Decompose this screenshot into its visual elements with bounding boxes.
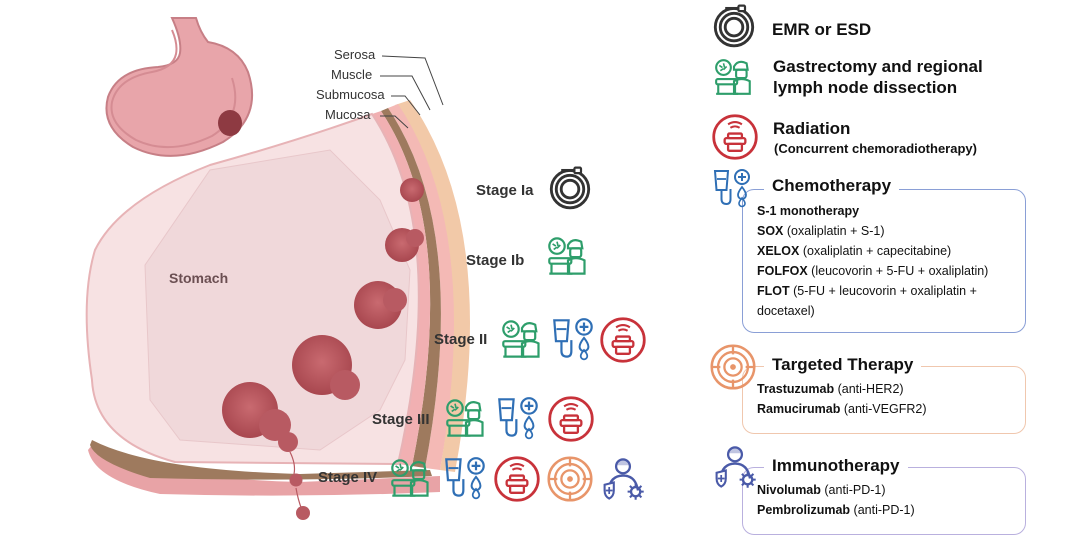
- chemo-drug-folfox: FOLFOX (leucovorin + 5-FU + oxaliplatin): [757, 264, 989, 278]
- legend-emr-title: EMR or ESD: [772, 20, 872, 39]
- chemotherapy-icon: [551, 317, 595, 361]
- stomach-thumbnail: [105, 17, 254, 157]
- label-muscle: Muscle: [331, 67, 373, 82]
- legend-radiation-subtitle: (Concurrent chemoradiotherapy): [774, 141, 977, 156]
- targeted-drug-trastuzumab: Trastuzumab (anti-HER2): [757, 382, 904, 396]
- radiation-icon: [494, 456, 540, 502]
- legend-surgery-title-line2: lymph node dissection: [773, 78, 958, 97]
- legend-targeted-therapy-title: Targeted Therapy: [764, 355, 922, 375]
- label-serosa: Serosa: [334, 47, 376, 62]
- targeted-therapy-icon: [547, 456, 593, 502]
- tumor-stage-ia: [400, 178, 424, 202]
- chemo-drug-s1: S-1 monotherapy: [757, 204, 860, 218]
- legend-targeted-therapy-icon: [710, 344, 756, 390]
- legend-emr-icon: [712, 4, 756, 48]
- radiation-icon: [600, 317, 646, 363]
- chemo-drug-flot-cont: docetaxel): [757, 304, 815, 318]
- stage-iv-label: Stage IV: [318, 469, 378, 486]
- legend-radiation-icon: [712, 114, 758, 160]
- chemo-drug-xelox: XELOX (oxaliplatin + capecitabine): [757, 244, 952, 258]
- targeted-therapy-box: Trastuzumab (anti-HER2) Ramucirumab (ant…: [742, 366, 1026, 434]
- legend-immunotherapy-title: Immunotherapy: [764, 456, 908, 476]
- stomach-wall-illustration: [85, 17, 470, 520]
- tumor-stage-iv: [222, 382, 310, 520]
- chemotherapy-icon: [443, 456, 487, 500]
- legend-surgery-title-line1: Gastrectomy and regional: [773, 57, 983, 76]
- stage-ii-label: Stage II: [434, 331, 488, 348]
- chemotherapy-icon: [496, 396, 540, 440]
- targeted-drug-ramucirumab: Ramucirumab (anti-VEGFR2): [757, 402, 927, 416]
- immunotherapy-icon: [600, 456, 646, 502]
- legend-chemotherapy-icon: [712, 167, 752, 209]
- surgery-icon: [389, 456, 433, 500]
- chemotherapy-box: S-1 monotherapy SOX (oxaliplatin + S-1) …: [742, 189, 1026, 333]
- immunotherapy-box: Nivolumab (anti-PD-1) Pembrolizumab (ant…: [742, 467, 1026, 535]
- stage-ia-label: Stage Ia: [476, 182, 534, 199]
- legend-chemotherapy-title: Chemotherapy: [764, 176, 900, 196]
- chemo-drug-flot: FLOT (5-FU + leucovorin + oxaliplatin +: [757, 284, 977, 298]
- surgery-icon: [546, 234, 590, 278]
- radiation-icon: [548, 396, 594, 442]
- tumor-stage-ii: [354, 281, 407, 329]
- tumor-stage-ib: [385, 228, 424, 262]
- chemo-drug-sox: SOX (oxaliplatin + S-1): [757, 224, 885, 238]
- stage-iii-label: Stage III: [372, 411, 430, 428]
- tumor-stage-iii: [292, 335, 360, 400]
- legend-immunotherapy-icon: [712, 444, 758, 490]
- label-submucosa: Submucosa: [316, 87, 385, 102]
- emr-esd-icon: [548, 166, 592, 210]
- legend-radiation-title: Radiation: [773, 119, 851, 138]
- immuno-drug-nivolumab: Nivolumab (anti-PD-1): [757, 483, 886, 497]
- surgery-icon: [444, 396, 488, 440]
- layer-leader-lines: [380, 55, 444, 129]
- surgery-icon: [500, 317, 544, 361]
- immuno-drug-pembrolizumab: Pembrolizumab (anti-PD-1): [757, 503, 915, 517]
- stage-ib-label: Stage Ib: [466, 252, 525, 269]
- legend-surgery-icon: [713, 56, 755, 98]
- stomach-label: Stomach: [169, 270, 229, 286]
- label-mucosa: Mucosa: [325, 107, 371, 122]
